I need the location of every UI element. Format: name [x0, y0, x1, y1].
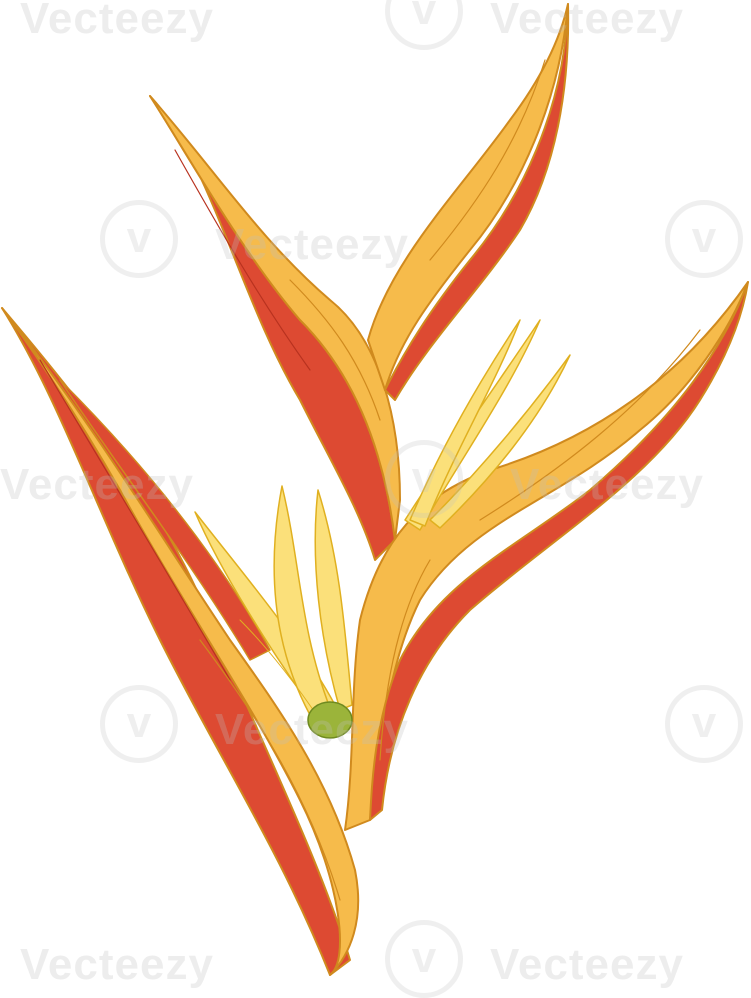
bract-inner-left — [59, 379, 271, 661]
flower-base — [307, 701, 353, 739]
bract-top-right — [367, 3, 570, 401]
bract-top-left — [149, 95, 401, 561]
flower-right — [404, 319, 571, 531]
bract-right — [344, 281, 749, 831]
